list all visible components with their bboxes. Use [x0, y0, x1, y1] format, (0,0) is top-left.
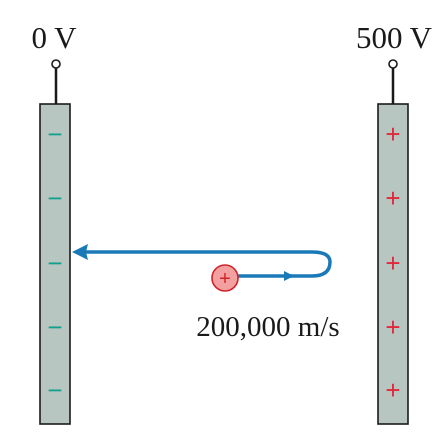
- positive-charge-icon-5: +: [385, 375, 400, 405]
- positive-charge-icon-2: +: [385, 183, 400, 213]
- positive-charge-icon-1: +: [385, 119, 400, 149]
- trajectory-return-arrowhead: [72, 244, 88, 260]
- negative-charge-icon-1: −: [47, 119, 62, 149]
- right-plate-charges: + + + + +: [385, 119, 400, 405]
- particle-group: + 200,000 m/s: [196, 264, 340, 343]
- right-plate: [377, 103, 409, 425]
- negative-charge-icon-2: −: [47, 183, 62, 213]
- left-terminal-icon: [51, 59, 61, 69]
- negative-charge-icon-3: −: [47, 248, 62, 278]
- positive-charge-icon-4: +: [385, 312, 400, 342]
- right-plate-group: 500 V + + + + +: [356, 20, 433, 425]
- negative-charge-icon-4: −: [47, 312, 62, 342]
- left-plate: [39, 103, 71, 425]
- particle-icon: [211, 264, 239, 292]
- trajectory-group: [72, 244, 332, 281]
- trajectory-path-return: [80, 250, 332, 278]
- positive-charge-icon-3: +: [385, 248, 400, 278]
- right-terminal-icon: [388, 59, 398, 69]
- right-plate-voltage-label: 500 V: [356, 20, 433, 55]
- particle-speed-label: 200,000 m/s: [196, 311, 339, 343]
- left-plate-group: 0 V − − − − −: [31, 20, 77, 425]
- left-plate-charges: − − − − −: [47, 119, 62, 405]
- particle-charge-symbol: +: [219, 268, 231, 290]
- negative-charge-icon-5: −: [47, 375, 62, 405]
- left-plate-voltage-label: 0 V: [31, 20, 77, 55]
